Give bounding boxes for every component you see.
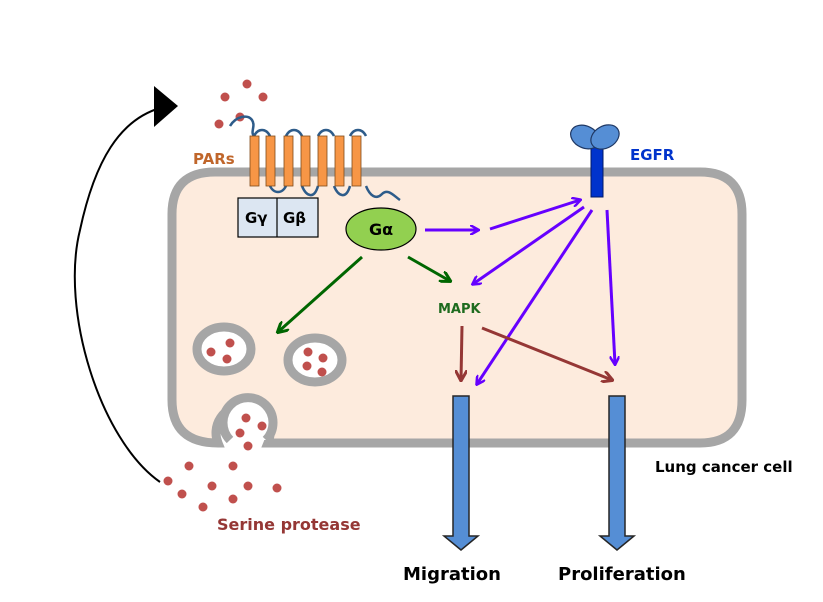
label-mapk: MAPK xyxy=(438,302,482,317)
egfr-receptor xyxy=(570,124,620,198)
vesicle-1 xyxy=(192,322,256,376)
label-lung-cancer-cell: Lung cancer cell xyxy=(655,458,793,476)
galpha-arrows xyxy=(278,255,450,332)
feedback-arrowhead xyxy=(154,86,178,127)
label-serine-protease: Serine protease xyxy=(217,515,361,534)
label-pars: PARs xyxy=(193,150,235,168)
label-g-alpha: Gα xyxy=(369,220,393,239)
arrow-mapk-to-proliferation xyxy=(481,326,612,380)
label-g-gamma: Gγ xyxy=(245,209,268,227)
par-receptor xyxy=(228,115,401,202)
vesicle-2 xyxy=(283,333,347,387)
serine-protease-dots xyxy=(163,461,282,512)
egfr-head-right xyxy=(590,124,620,150)
migration-arrow xyxy=(441,395,481,551)
arrow-egfr-to-proliferation xyxy=(605,209,615,364)
arrow-mapk-to-migration xyxy=(461,325,462,380)
g-alpha xyxy=(345,207,417,251)
arrow-to-egfr xyxy=(489,200,580,231)
feedback-arrow xyxy=(73,86,178,483)
egfr-stem xyxy=(590,144,604,198)
egfr-signal-arrows xyxy=(425,200,615,384)
mapk-arrows xyxy=(461,325,612,380)
arrow-galpha-to-mapk xyxy=(407,255,450,281)
arrow-egfr-to-mapk xyxy=(473,205,585,284)
label-egfr: EGFR xyxy=(630,146,675,164)
label-proliferation: Proliferation xyxy=(558,564,686,585)
g-beta-gamma-complex xyxy=(237,197,319,238)
par-loops xyxy=(228,115,401,202)
protease-dots-top xyxy=(214,79,268,129)
exocytic-vesicle xyxy=(218,393,278,452)
label-g-beta: Gβ xyxy=(283,209,306,227)
label-migration: Migration xyxy=(403,564,501,585)
arrow-galpha-to-vesicle xyxy=(278,255,363,332)
proliferation-arrow xyxy=(597,395,637,551)
arrow-egfr-to-migration xyxy=(477,209,594,384)
